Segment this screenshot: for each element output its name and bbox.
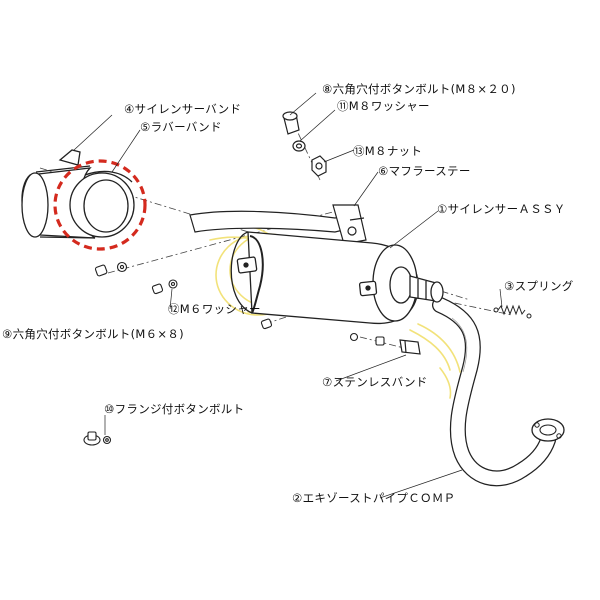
label-part-10: ⑩フランジ付ボタンボルト [104, 402, 245, 416]
label-part-13: ⑬M８ナット [353, 144, 423, 158]
rubber-band-callout-circle [53, 159, 147, 251]
leader-lines [73, 92, 503, 499]
leader-p13 [323, 149, 355, 163]
spring-part [493, 304, 532, 319]
rubber-band-part [69, 170, 135, 238]
label-part-12: ⑫M６ワッシャー [168, 302, 261, 316]
label-part-9: ⑨六角穴付ボタンボルト(M６×８) [2, 327, 184, 341]
label-part-3: ③スプリング [504, 279, 574, 293]
leader-p11 [299, 109, 336, 142]
label-part-2: ②エキゾーストパイプＣＯＭＰ [292, 491, 456, 505]
leader-p7 [335, 354, 407, 382]
label-part-1: ①サイレンサーＡＳＳＹ [437, 202, 566, 216]
label-part-5: ⑤ラバーバンド [140, 120, 222, 134]
label-part-4: ④サイレンサーバンド [124, 102, 242, 116]
silencer-body [230, 231, 444, 325]
leader-p3 [499, 288, 503, 308]
muffler-stay [189, 204, 367, 245]
label-part-8: ⑧六角穴付ボタンボルト(M８×２０) [322, 82, 516, 96]
stainless-band-part [399, 339, 421, 355]
leader-p8 [289, 92, 317, 116]
spring-axis-line [439, 299, 513, 316]
m6-hardware [94, 261, 385, 346]
label-part-6: ⑥マフラーステー [378, 164, 471, 178]
flange-bolt-part [83, 431, 112, 446]
exhaust-pipe [432, 297, 565, 487]
leader-p2 [379, 469, 463, 499]
m8-hardware [282, 111, 327, 177]
leader-p6 [353, 171, 379, 207]
leader-p1 [389, 210, 439, 249]
leader-p5 [111, 129, 141, 173]
leader-p12 [169, 288, 173, 310]
label-part-7: ⑦ステンレスバンド [322, 375, 428, 389]
leader-p4 [73, 114, 113, 151]
label-part-11: ⑪M８ワッシャー [337, 99, 430, 113]
